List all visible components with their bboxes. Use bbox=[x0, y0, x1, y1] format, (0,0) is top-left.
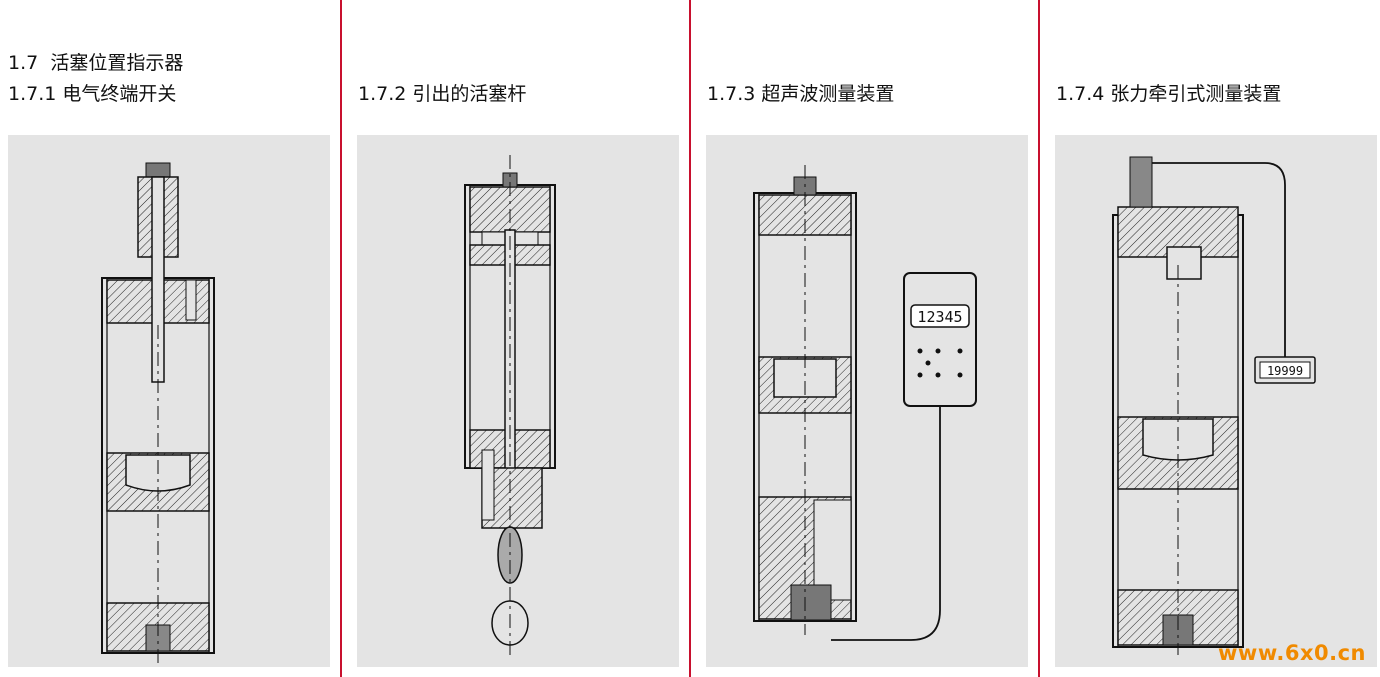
section-title: 引出的活塞杆 bbox=[412, 83, 527, 105]
section-title: 张力牵引式测量装置 bbox=[1110, 83, 1282, 105]
section-title: 超声波测量装置 bbox=[761, 83, 895, 105]
section-number: 1.7.4 bbox=[1056, 83, 1105, 105]
section-1-7: 1.7 活塞位置指示器 bbox=[8, 48, 183, 79]
section-1-7-1: 1.7.1 电气终端开关 bbox=[8, 79, 183, 110]
diagram-ultrasonic: 12345 bbox=[706, 135, 1028, 667]
section-number: 1.7.1 bbox=[8, 83, 57, 105]
tension-readout: 19999 bbox=[1267, 364, 1303, 378]
heading-1-7: 1.7 活塞位置指示器 1.7.1 电气终端开关 bbox=[8, 48, 183, 110]
section-title: 活塞位置指示器 bbox=[50, 52, 184, 74]
section-number: 1.7.3 bbox=[707, 83, 756, 105]
column-divider bbox=[340, 0, 342, 677]
column-divider bbox=[1038, 0, 1040, 677]
heading-1-7-4: 1.7.4 张力牵引式测量装置 bbox=[1056, 79, 1281, 110]
section-number: 1.7.2 bbox=[358, 83, 407, 105]
diagram-piston-rod bbox=[357, 135, 679, 667]
column-divider bbox=[689, 0, 691, 677]
heading-1-7-3: 1.7.3 超声波测量装置 bbox=[707, 79, 894, 110]
section-title: 电气终端开关 bbox=[62, 83, 177, 105]
watermark: www.6x0.cn bbox=[1218, 641, 1366, 665]
section-number: 1.7 bbox=[8, 52, 39, 74]
ultrasonic-readout: 12345 bbox=[917, 308, 962, 326]
heading-1-7-2: 1.7.2 引出的活塞杆 bbox=[358, 79, 526, 110]
diagram-tension: 19999 bbox=[1055, 135, 1377, 667]
diagram-limit-switch bbox=[8, 135, 330, 667]
